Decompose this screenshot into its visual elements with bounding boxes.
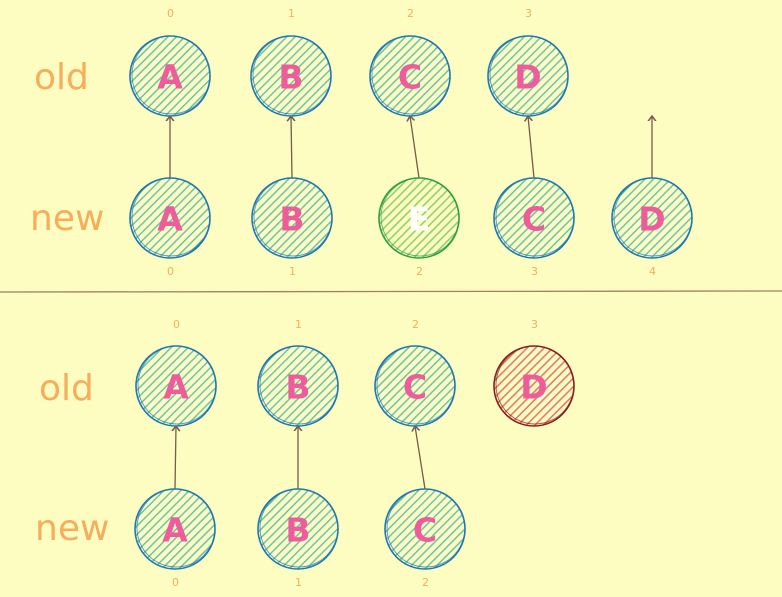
node-letter: B (285, 511, 310, 550)
node-outline-sketch (252, 35, 332, 115)
section-divider (0, 290, 782, 293)
node-fill (136, 346, 216, 426)
top-old-node-c: C (369, 35, 451, 117)
node-fill (370, 36, 450, 116)
top-new-index-1: 1 (289, 265, 296, 278)
top-old-node-a: A (129, 35, 211, 117)
node-fill (488, 36, 568, 116)
bottom-arrow-2 (415, 426, 426, 490)
node-fill (612, 178, 692, 258)
node-letter: A (162, 511, 188, 550)
top-old-index-2: 2 (407, 7, 414, 20)
top-new-index-0: 0 (167, 265, 174, 278)
arrow-layer (170, 116, 652, 490)
node-letter: D (520, 368, 547, 407)
node-fill (130, 178, 210, 258)
bottom-new-index-1: 1 (295, 576, 302, 589)
bottom-old-index-2: 2 (412, 318, 419, 331)
node-letter: A (163, 368, 189, 407)
bottom-new-node-b: B (257, 488, 339, 570)
node-fill (252, 178, 332, 258)
top-new-node-a: A (129, 177, 211, 259)
node-outline-sketch (259, 488, 339, 568)
node-fill (494, 178, 574, 258)
node-outline-sketch (489, 35, 569, 115)
node-outline-sketch (386, 488, 466, 568)
bottom-old-node-c: C (374, 345, 456, 427)
top-old-index-1: 1 (288, 7, 295, 20)
node-outline-sketch (131, 35, 211, 115)
node-letter: B (285, 368, 310, 407)
node-outline-sketch (495, 345, 575, 425)
top-old-index-3: 3 (525, 7, 532, 20)
node-letter: B (279, 200, 304, 239)
node-outline-sketch (613, 177, 693, 257)
bottom-old-index-3: 3 (531, 318, 538, 331)
node-letter: C (522, 200, 546, 239)
bottom-old-index-1: 1 (295, 318, 302, 331)
bottom-old-index-0: 0 (173, 318, 180, 331)
top-new-node-b: B (251, 177, 333, 259)
top-old-node-b: B (250, 35, 332, 117)
bottom-old-node-b: B (257, 345, 339, 427)
node-fill (251, 36, 331, 116)
node-outline-sketch (380, 177, 460, 257)
node-letter: B (278, 58, 303, 97)
node-letter: C (403, 368, 427, 407)
node-fill (258, 489, 338, 569)
bottom-new-index-0: 0 (172, 576, 179, 589)
top-new-node-e: E (378, 177, 460, 259)
bottom-old-label: old (39, 368, 94, 409)
bottom-new-label: new (35, 508, 109, 549)
node-fill (385, 489, 465, 569)
top-new-index-3: 3 (531, 265, 538, 278)
node-fill (375, 346, 455, 426)
node-letter: C (398, 58, 422, 97)
node-letter: D (638, 200, 665, 239)
node-outline-sketch (259, 345, 339, 425)
top-new-node-d: D (611, 177, 693, 259)
top-arrow-2 (410, 116, 420, 179)
top-new-label: new (30, 198, 104, 239)
top-old-label: old (34, 57, 89, 98)
node-outline-sketch (253, 177, 333, 257)
node-outline-sketch (376, 345, 456, 425)
bottom-new-node-c: C (384, 488, 466, 570)
node-letter: C (413, 511, 437, 550)
bottom-old-node-d: D (493, 345, 575, 427)
bottom-old-node-a: A (135, 345, 217, 427)
top-old-index-0: 0 (167, 7, 174, 20)
node-fill (135, 489, 215, 569)
top-old-node-d: D (487, 35, 569, 117)
node-letter: A (157, 58, 183, 97)
node-outline-sketch (131, 177, 211, 257)
node-fill (130, 36, 210, 116)
top-new-index-2: 2 (416, 265, 423, 278)
top-new-node-c: C (493, 177, 575, 259)
node-letter: E (408, 200, 431, 239)
node-fill (494, 346, 574, 426)
node-letter: A (157, 200, 183, 239)
index-layer: 0 1 2 3 0 1 2 3 4 0 1 2 3 0 1 2 (167, 7, 656, 589)
node-letter: D (514, 58, 541, 97)
node-outline-sketch (495, 177, 575, 257)
node-outline-sketch (136, 488, 216, 568)
top-arrow-3 (528, 116, 535, 179)
node-outline-sketch (371, 35, 451, 115)
node-fill (379, 178, 459, 258)
node-outline-sketch (137, 345, 217, 425)
top-new-index-4: 4 (649, 265, 656, 278)
node-layer: A B C D A B E C D A B C D A B C (129, 35, 693, 570)
top-arrow-1 (291, 116, 292, 179)
bottom-new-node-a: A (134, 488, 216, 570)
bottom-arrow-0 (175, 426, 176, 490)
bottom-new-index-2: 2 (422, 576, 429, 589)
node-fill (258, 346, 338, 426)
